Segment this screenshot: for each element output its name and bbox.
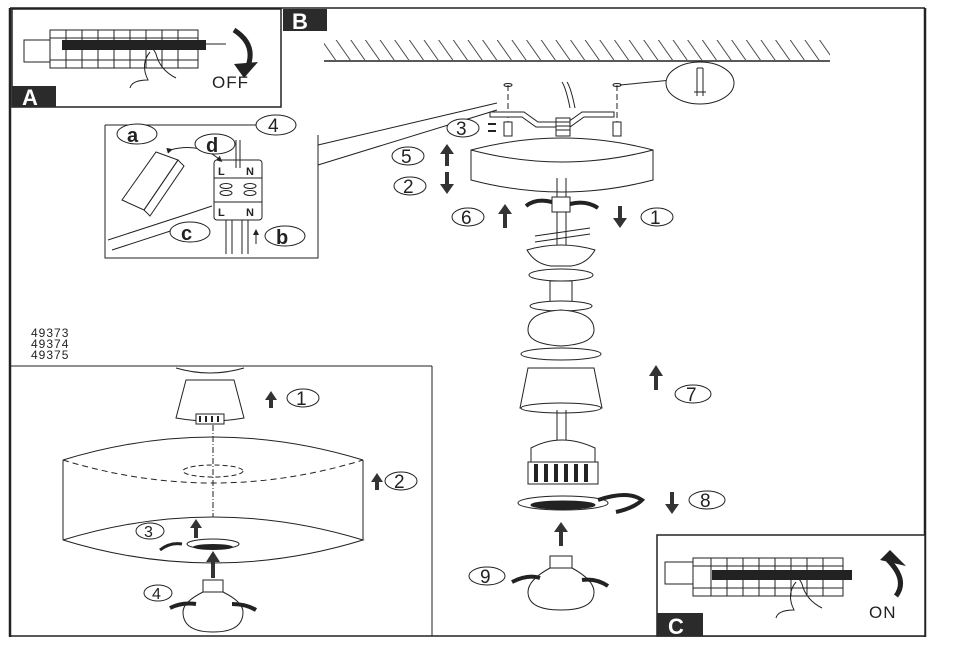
panel-c-badge: [657, 613, 703, 636]
lamp-body: [519, 244, 603, 440]
step-5-2-arrows: 5 2: [391, 144, 454, 198]
terminal-n-top: N: [246, 166, 254, 178]
lamp-socket: [517, 439, 646, 514]
part-number: 49374: [31, 337, 70, 351]
step-9-label: 9: [480, 567, 491, 588]
part-number: 49373: [31, 326, 70, 340]
shade-step-2-label: 2: [394, 472, 405, 493]
terminal-l-top: L: [218, 166, 225, 178]
on-label: ON: [869, 603, 897, 622]
mounting-bracket: 3: [446, 61, 735, 140]
callout-a: a: [127, 125, 139, 147]
circuit-breaker-icon: [664, 557, 852, 619]
panel-a-letter: A: [22, 85, 38, 110]
callout-b: b: [276, 227, 288, 249]
terminal-n-bottom: N: [246, 207, 254, 219]
step-6-label: 6: [461, 208, 472, 229]
shade-panel: 1 2 3 4: [10, 365, 433, 636]
rod: [524, 178, 600, 250]
bulb-main: 9: [468, 522, 610, 611]
panel-c-letter: C: [668, 614, 684, 639]
step-7-label: 7: [686, 385, 697, 406]
step-7-arrow: 7: [649, 365, 712, 406]
panel-b-badge: B: [283, 9, 327, 34]
step-2-label: 2: [403, 177, 414, 198]
ceiling: [324, 40, 830, 62]
step-4-label: 4: [268, 116, 279, 137]
turn-on-arrow-icon: [886, 558, 903, 598]
wiring-detail-inset: 4 L N L N a d c b: [104, 102, 498, 259]
terminal-l-bottom: L: [218, 207, 225, 219]
step-3-label: 3: [456, 119, 467, 140]
part-number: 49375: [31, 348, 70, 362]
step-5-label: 5: [401, 147, 412, 168]
panel-c: ON C: [656, 534, 926, 639]
panel-a: OFF A: [11, 8, 282, 110]
step-1-label: 1: [650, 208, 661, 229]
off-label: OFF: [212, 73, 249, 92]
turn-off-arrow-icon: [232, 27, 253, 67]
step-8-label: 8: [700, 491, 711, 512]
shade-step-4-label: 4: [152, 586, 161, 603]
arrowhead-icon: [880, 550, 906, 566]
shade-step-1-label: 1: [296, 389, 307, 410]
panel-a-badge: [12, 86, 56, 107]
canopy: [470, 137, 654, 193]
part-numbers: 49373 49374 49375: [31, 326, 70, 362]
step-8-arrow: 8: [665, 490, 726, 514]
panel-b-letter: B: [292, 9, 308, 34]
step-6-1-arrows: 6 1: [451, 204, 674, 229]
callout-c: c: [181, 223, 192, 245]
circuit-breaker-icon: [23, 29, 226, 89]
callout-d: d: [206, 135, 218, 157]
shade-step-3-label: 3: [144, 524, 153, 541]
arrowhead-icon: [234, 62, 258, 78]
